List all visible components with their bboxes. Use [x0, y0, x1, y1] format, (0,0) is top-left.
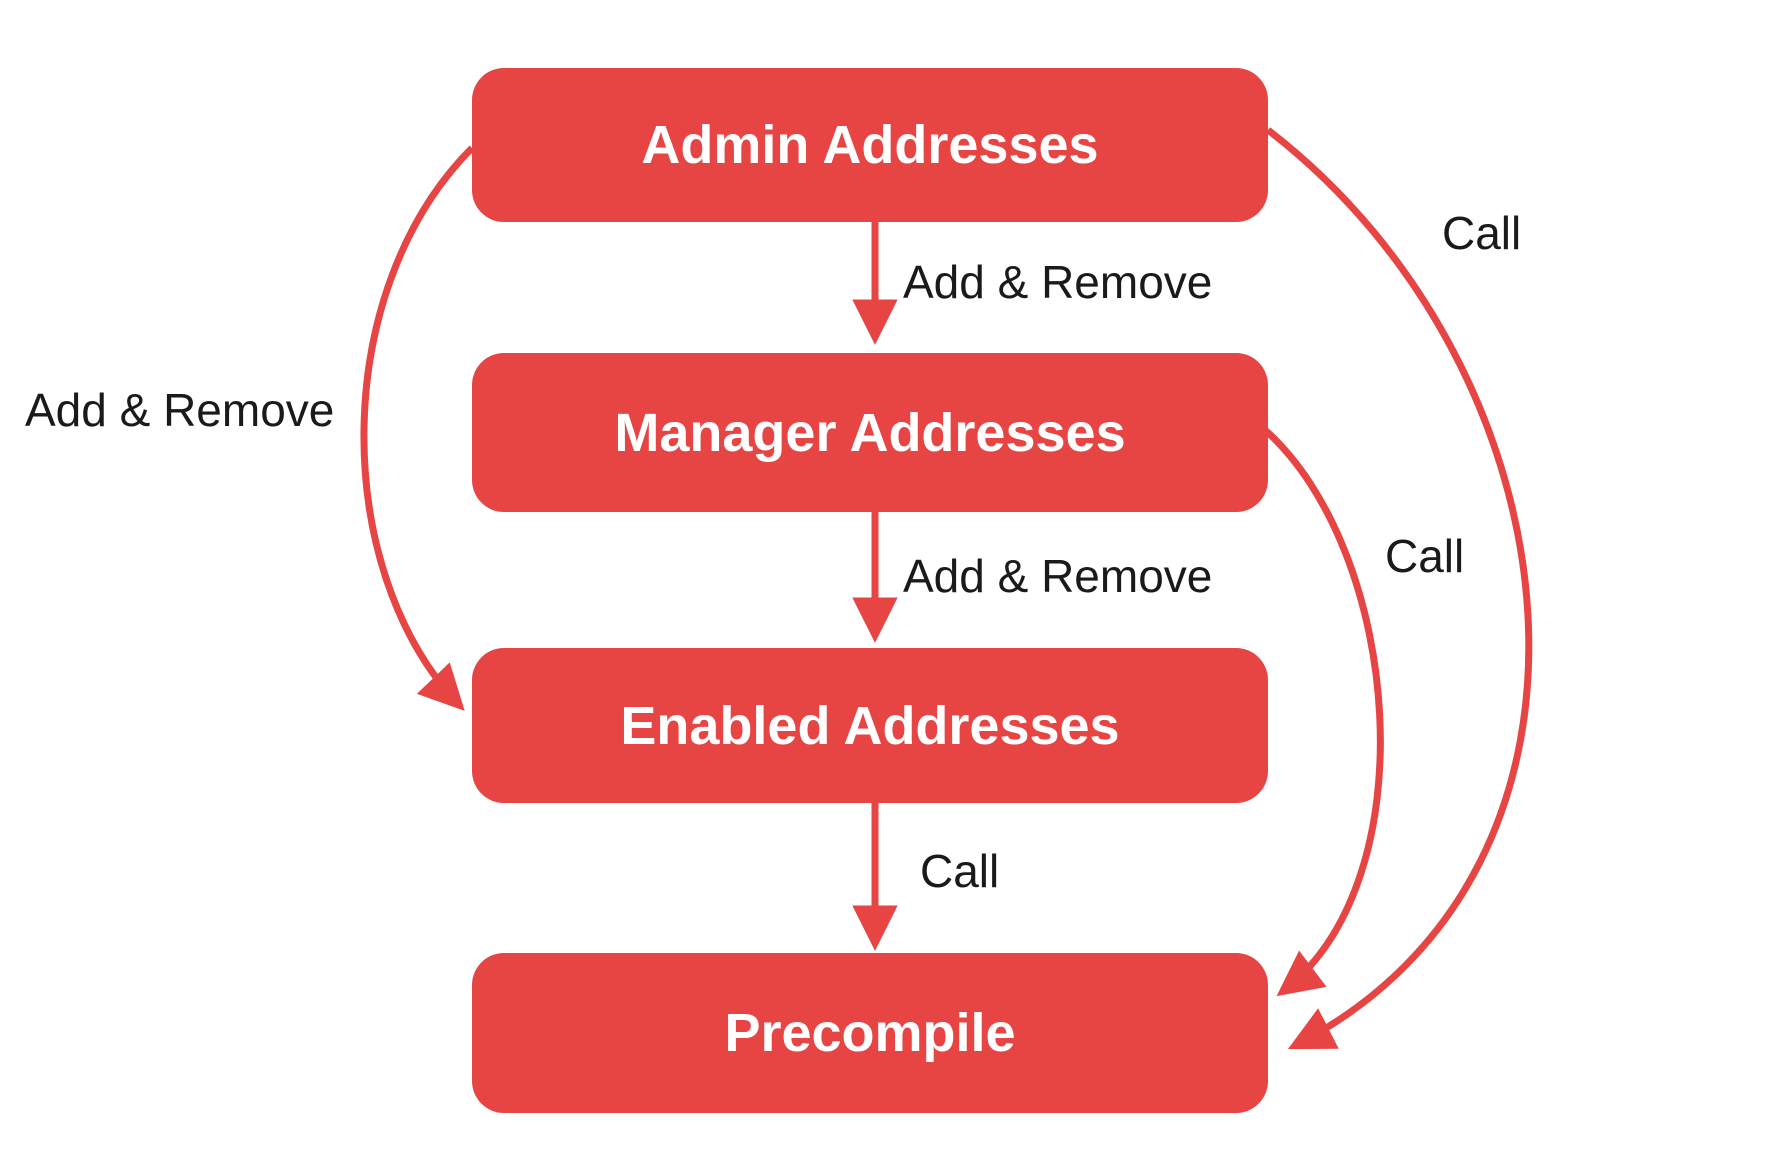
node-precompile-label: Precompile [724, 1003, 1016, 1063]
node-manager-addresses: Manager Addresses [472, 353, 1268, 512]
edge-label-manager-enabled: Add & Remove [903, 550, 1213, 602]
node-admin-addresses: Admin Addresses [472, 68, 1268, 222]
edge-label-admin-enabled: Add & Remove [25, 384, 335, 436]
node-enabled-addresses-label: Enabled Addresses [620, 695, 1120, 756]
edge-admin-to-precompile-arrow [1265, 127, 1533, 1050]
edge-label-manager-precompile: Call [1385, 530, 1465, 582]
edge-label-admin-manager: Add & Remove [903, 256, 1213, 308]
edge-label-enabled-precompile: Call [920, 845, 1000, 897]
edge-manager-to-precompile-arrow [1262, 427, 1384, 997]
edge-label-admin-precompile: Call [1442, 207, 1522, 259]
node-enabled-addresses: Enabled Addresses [472, 648, 1268, 803]
node-admin-addresses-label: Admin Addresses [641, 115, 1099, 175]
edge-admin-to-enabled-arrow [360, 145, 475, 711]
node-manager-addresses-label: Manager Addresses [614, 402, 1126, 463]
node-precompile: Precompile [472, 953, 1268, 1113]
